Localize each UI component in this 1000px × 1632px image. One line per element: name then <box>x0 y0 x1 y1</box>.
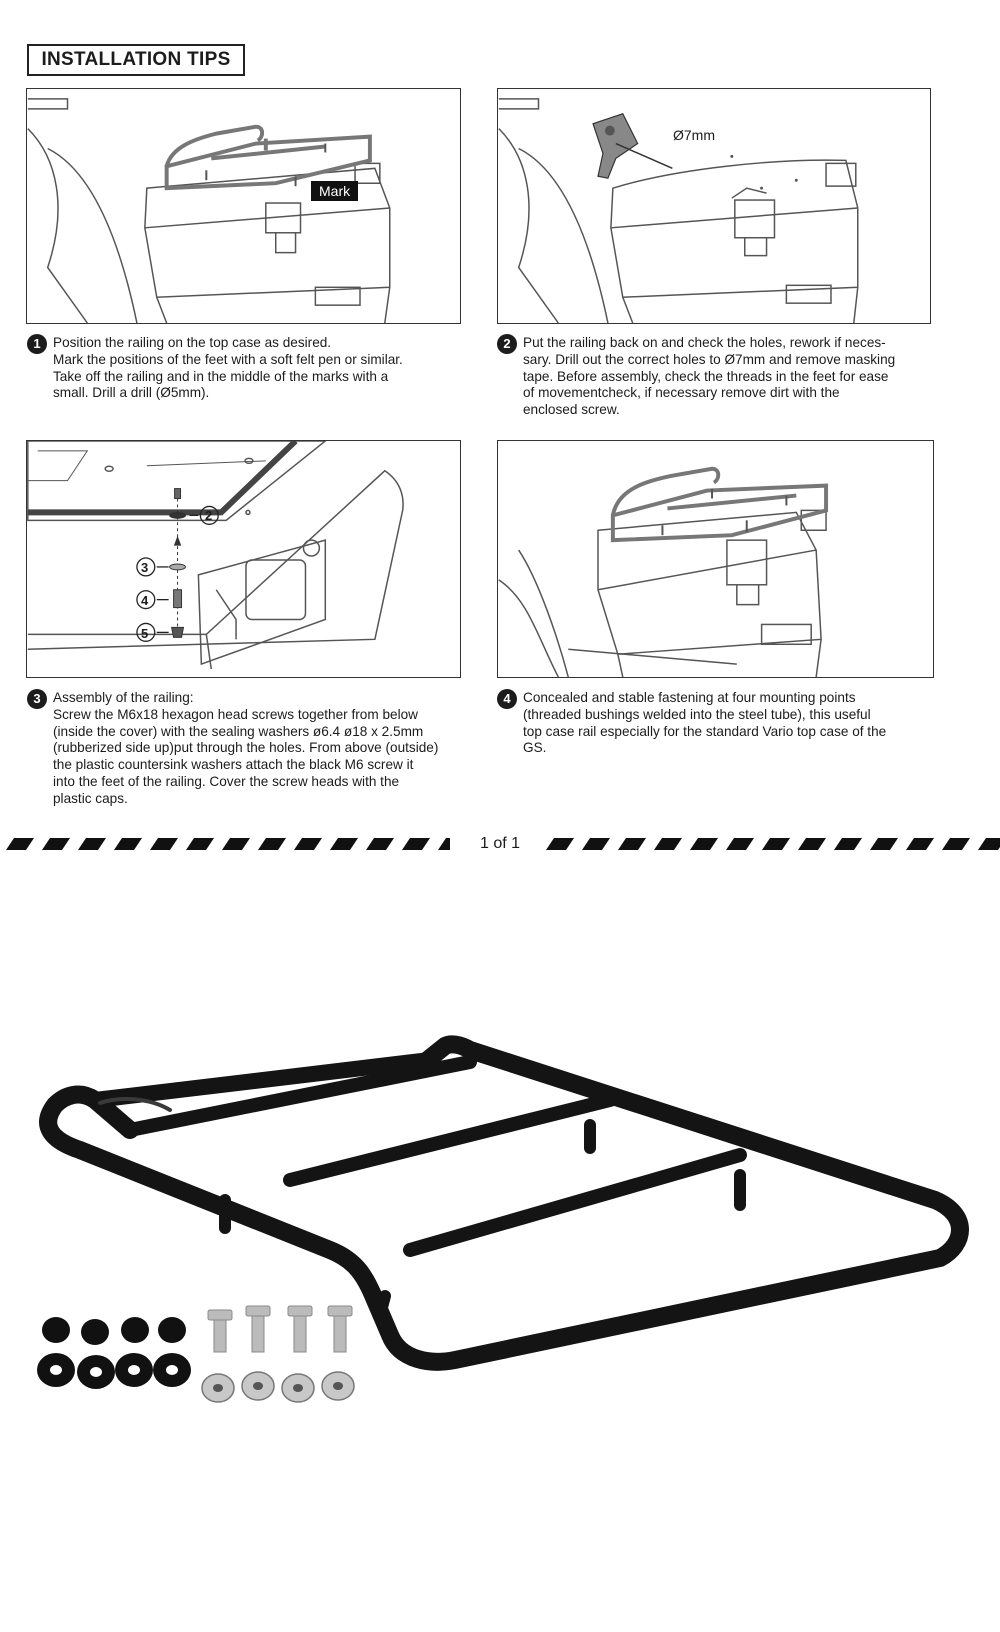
step-4-line: Concealed and stable fastening at four m… <box>523 690 856 705</box>
illustration-panel-3: 2 3 4 5 <box>26 440 461 678</box>
screw-icon <box>169 488 186 638</box>
step-2-line: Put the railing back on and check the ho… <box>523 335 886 350</box>
step-4-line: top case rail especially for the standar… <box>523 723 887 739</box>
step-1-line: Take off the railing and in the middle o… <box>53 368 389 384</box>
page-title: INSTALLATION TIPS <box>27 44 245 76</box>
step-2-line: of movementcheck, if necessary remove di… <box>523 385 840 401</box>
step-3-line: into the feet of the railing. Cover the … <box>53 773 400 789</box>
illustration-panel-2: Ø7mm <box>497 88 931 324</box>
step-3-line: (inside the cover) with the sealing wash… <box>53 723 424 739</box>
step-3-line: plastic caps. <box>53 790 128 806</box>
cap-icon <box>171 626 185 638</box>
product-photo <box>37 1035 969 1403</box>
page-indicator: 1 of 1 <box>460 834 540 854</box>
step-4-line: (threaded bushings welded into the steel… <box>523 706 871 722</box>
step-number-1: 1 <box>27 334 47 354</box>
page-divider <box>0 836 1000 852</box>
callout-5: 5 <box>141 626 149 641</box>
top-case-icon <box>498 98 859 323</box>
cap-icon <box>42 1317 186 1345</box>
top-case-icon <box>27 441 404 670</box>
illustration-panel-4 <box>497 440 934 678</box>
step-number-3: 3 <box>27 689 47 709</box>
mark-callout: Mark <box>311 181 359 201</box>
step-3-line: Screw the M6x18 hexagon head screws toge… <box>53 706 418 722</box>
drill-icon <box>592 113 673 179</box>
step-2-line: enclosed screw. <box>523 402 620 418</box>
step-3-line: the plastic countersink washers attach t… <box>53 757 414 773</box>
railing-icon <box>39 1035 969 1371</box>
step-1-line: small. Drill a drill (Ø5mm). <box>53 385 210 401</box>
step-4-line: GS. <box>523 740 547 756</box>
step-number-4: 4 <box>497 689 517 709</box>
step-3-line: Assembly of the railing: <box>53 690 194 705</box>
top-case-icon <box>27 98 391 323</box>
step-3-line: (rubberized side up)put through the hole… <box>53 740 439 756</box>
railing-icon <box>610 466 829 543</box>
top-case-icon <box>498 466 829 677</box>
screw-icon <box>207 1305 353 1353</box>
washer-icon <box>201 1371 355 1403</box>
washer-icon <box>37 1353 191 1389</box>
illustration-panel-1: Mark <box>26 88 461 324</box>
step-2-line: tape. Before assembly, check the threads… <box>523 368 889 384</box>
callout-3: 3 <box>141 560 149 575</box>
step-number-2: 2 <box>497 334 517 354</box>
drill-size-callout: Ø7mm <box>673 127 715 143</box>
step-1-line: Position the railing on the top case as … <box>53 335 332 350</box>
step-2-line: sary. Drill out the correct holes to Ø7m… <box>523 351 896 367</box>
railing-icon <box>164 124 372 191</box>
step-1-line: Mark the positions of the feet with a so… <box>53 351 403 367</box>
callout-4: 4 <box>141 593 149 608</box>
washer-icon <box>169 511 186 519</box>
callout-2: 2 <box>205 508 213 523</box>
